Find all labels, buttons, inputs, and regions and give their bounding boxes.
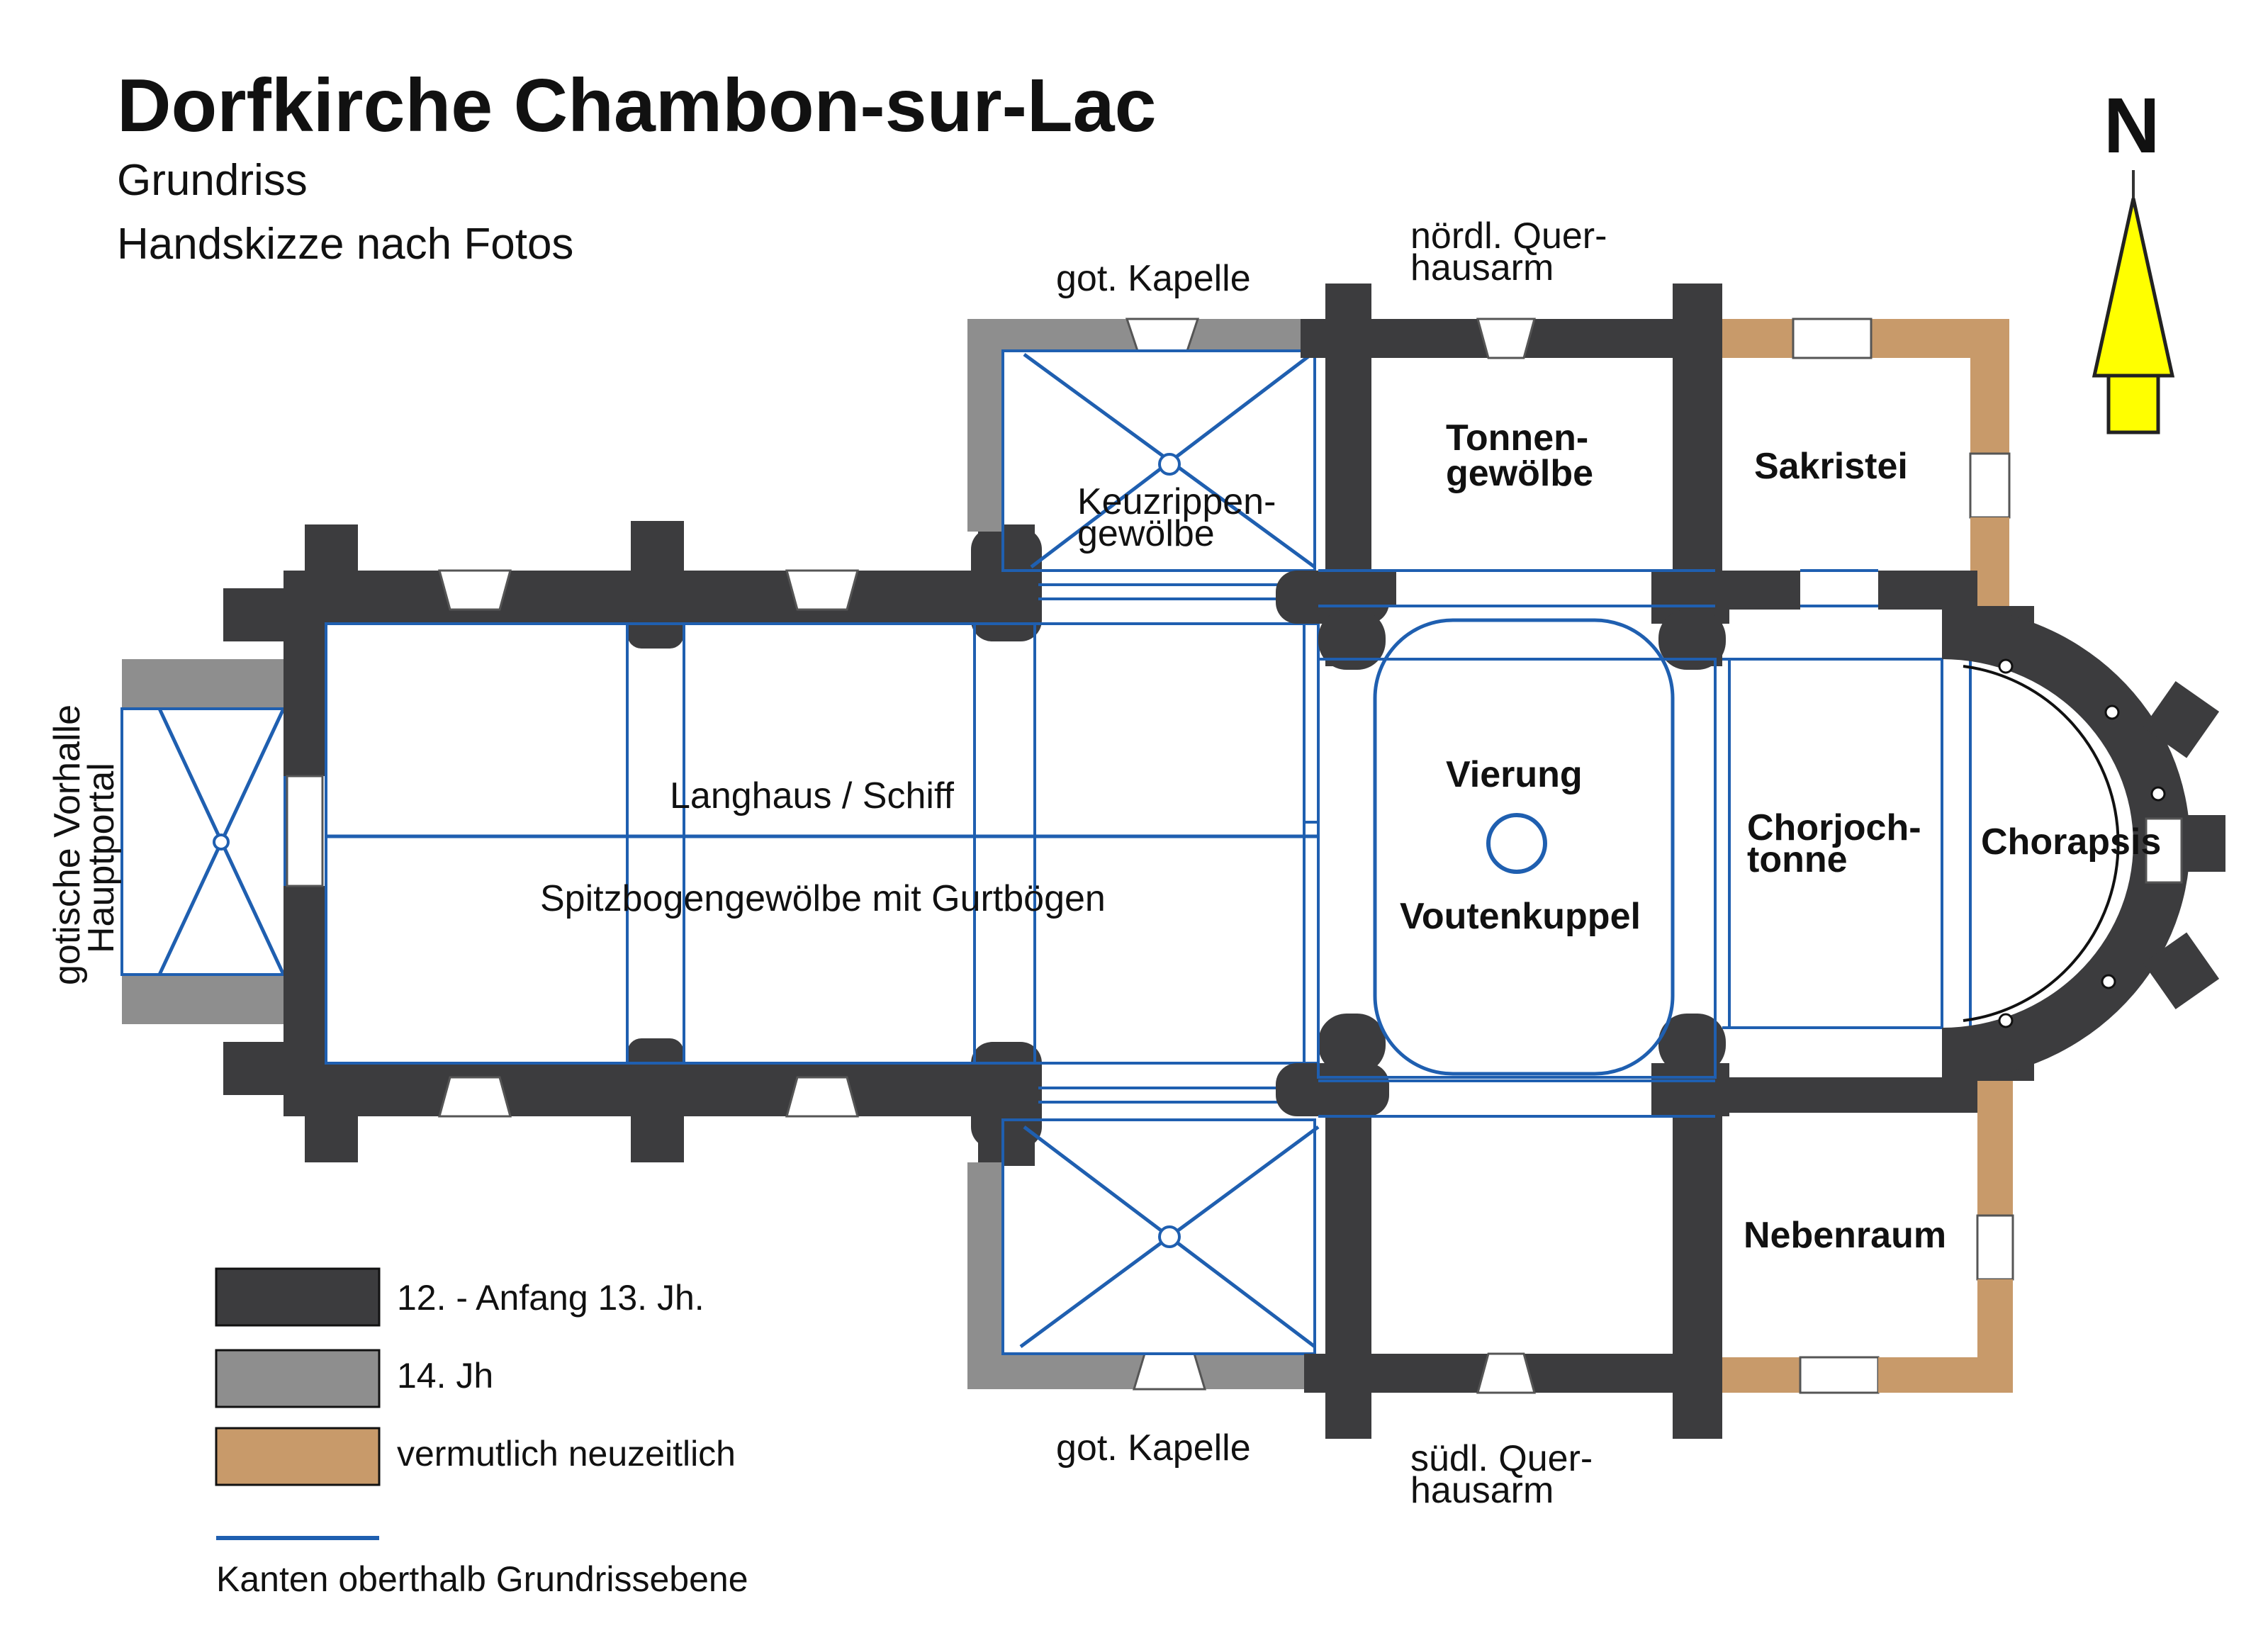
label-nebenraum: Nebenraum [1744, 1215, 1946, 1256]
label-chorjoch-1: Chorjoch- [1747, 807, 1921, 848]
label-chorjoch-2: tonne [1747, 839, 1848, 880]
legend-line-label: Kanten oberthalb Grundrissebene [216, 1559, 748, 1599]
legend-label-1: 12. - Anfang 13. Jh. [397, 1278, 704, 1318]
label-hauptportal: Hauptportal [81, 763, 122, 953]
label-langhaus: Langhaus / Schiff [670, 775, 954, 816]
label-vorhalle: gotische Vorhalle [47, 705, 88, 985]
langhaus-walls [223, 521, 1042, 1166]
page-title: Dorfkirche Chambon-sur-Lac [117, 64, 1157, 147]
legend-label-2: 14. Jh [397, 1356, 493, 1396]
chor-walls [1722, 606, 2225, 1081]
label-tonnen-2: gewölbe [1446, 453, 1593, 494]
north-label: N [2104, 82, 2160, 169]
label-voutenkuppel: Voutenkuppel [1400, 896, 1641, 937]
chorapsis-wall [1942, 606, 2190, 1081]
room-labels: gotische Vorhalle Hauptportal Langhaus /… [47, 215, 2161, 1511]
legend-label-3: vermutlich neuzeitlich [397, 1434, 736, 1474]
label-gewoelbe: Spitzbogengewölbe mit Gurtbögen [540, 878, 1106, 919]
sakristei-walls [1722, 318, 2011, 610]
legend-swatch-tan [215, 1427, 381, 1486]
kapelle-nord [967, 318, 1316, 600]
vorhalle [120, 659, 286, 1024]
label-kapelle-nord: got. Kapelle [1056, 258, 1251, 299]
label-vierung: Vierung [1446, 754, 1583, 795]
kapelle-sued [967, 1087, 1320, 1391]
legend-swatch-dark [215, 1267, 381, 1327]
page-subtitle-2: Handskizze nach Fotos [117, 220, 573, 269]
label-chorapsis: Chorapsis [1981, 821, 2161, 863]
label-querhaus-sued-2: hausarm [1410, 1470, 1554, 1511]
label-kreuzrippen-1: Keuzrippen- [1077, 481, 1276, 522]
label-sakristei: Sakristei [1754, 446, 1908, 487]
label-kreuzrippen-2: gewölbe [1077, 513, 1215, 554]
legend-swatch-gray [215, 1349, 381, 1408]
label-querhaus-sued-1: südl. Quer- [1410, 1438, 1593, 1479]
north-arrow: N [2092, 82, 2175, 434]
label-querhaus-nord-2: hausarm [1410, 247, 1554, 288]
label-tonnen-1: Tonnen- [1446, 417, 1588, 459]
legend: 12. - Anfang 13. Jh. 14. Jh vermutlich n… [215, 1267, 748, 1599]
vierung-vault [1304, 569, 1717, 1118]
langhaus-vault [325, 622, 1320, 1065]
page-subtitle: Grundriss [117, 156, 308, 205]
label-querhaus-nord-1: nördl. Quer- [1410, 215, 1607, 257]
querhaus-walls [1276, 284, 1729, 1439]
north-arrow-icon [2092, 198, 2175, 434]
label-kapelle-sued: got. Kapelle [1056, 1427, 1251, 1469]
nebenraum-walls [1722, 1077, 2014, 1394]
